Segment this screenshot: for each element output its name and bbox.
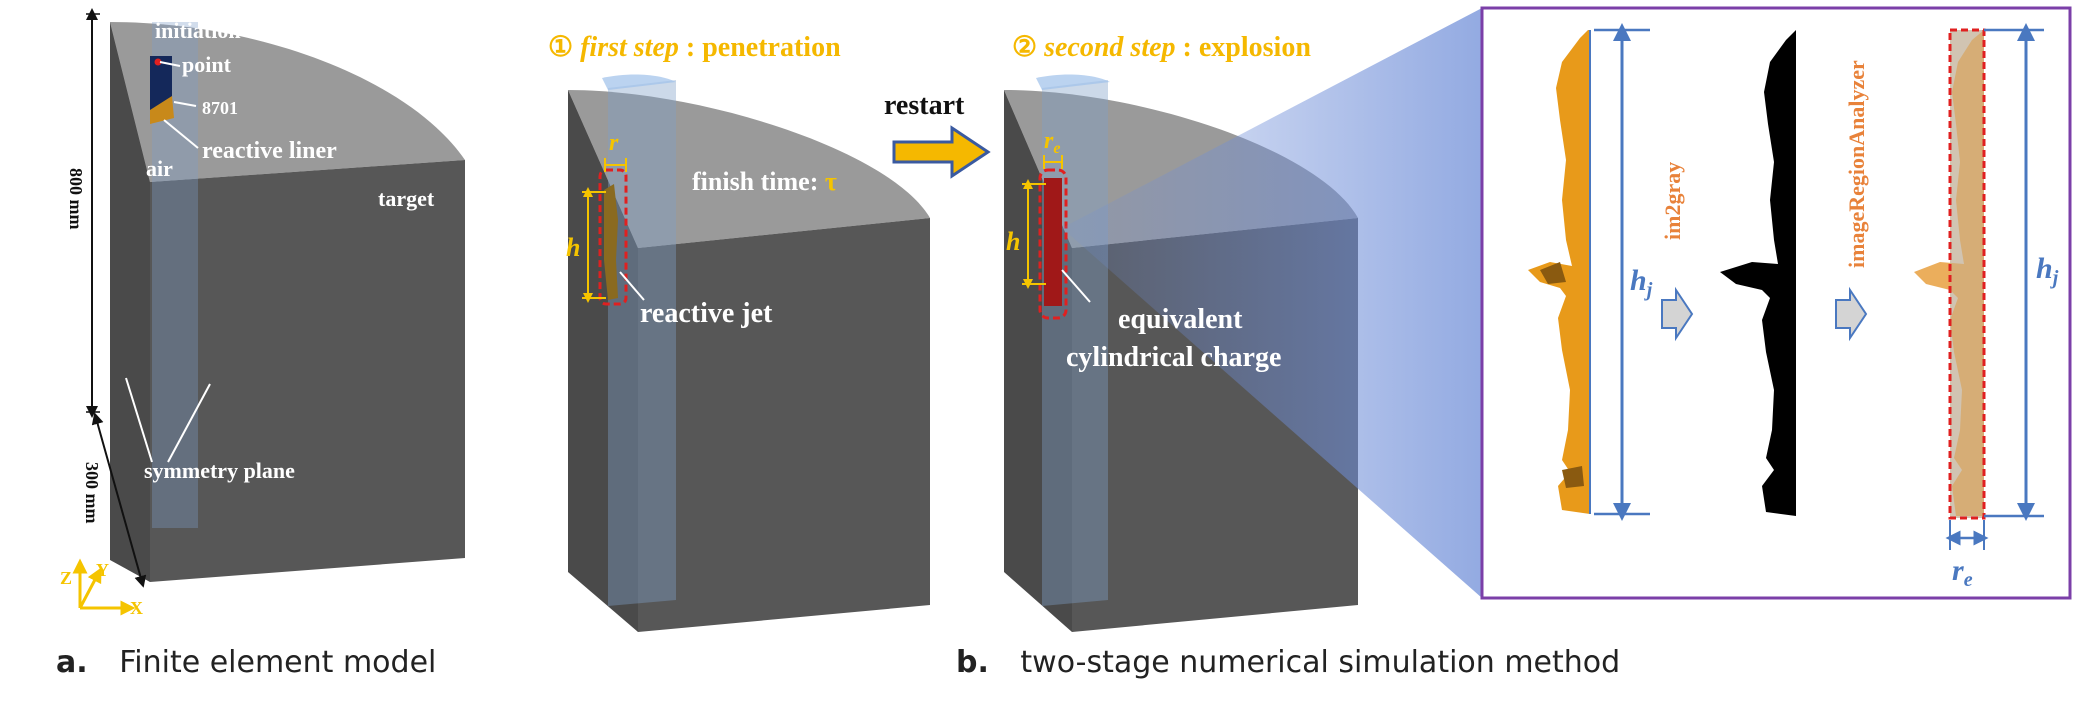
step2-emph: second step xyxy=(1043,32,1175,63)
op-im2gray: im2gray xyxy=(1660,162,1685,240)
step1-top-face xyxy=(568,90,930,248)
width-dimension-line xyxy=(91,412,147,588)
equivalent-label-line2: cylindrical charge xyxy=(1066,342,1281,373)
leader-equivalent-charge xyxy=(1061,269,1091,303)
air-column xyxy=(152,22,198,528)
leader-reactive-jet xyxy=(619,271,645,301)
inset-hj-base-1: h xyxy=(1630,264,1647,297)
reactive-liner-shape xyxy=(150,96,174,124)
inset-hj-sub-2: j xyxy=(2050,267,2059,289)
inset-re-base: r xyxy=(1952,554,1964,587)
zoom-projection xyxy=(1062,8,1482,598)
step1-dashed-box xyxy=(598,168,628,306)
reactive-jet-shape xyxy=(604,184,618,300)
label-point: point xyxy=(182,52,232,77)
step1-air-cap xyxy=(602,74,676,90)
process-arrow-2 xyxy=(1835,286,1868,342)
leader-point xyxy=(159,61,181,67)
step1-front-face xyxy=(638,218,930,632)
inset-jet-analyzed xyxy=(1914,28,1986,520)
axis-label-z: Z xyxy=(60,568,72,588)
label-reactive-liner: reactive liner xyxy=(202,138,337,164)
target-top-face xyxy=(110,22,465,182)
step1-number: ① xyxy=(548,32,573,63)
axis-label-x: X xyxy=(130,598,143,618)
step2-heading: ② second step : explosion xyxy=(1012,32,1311,63)
equivalent-label-line1: equivalent xyxy=(1118,304,1243,335)
step1-air-column xyxy=(608,80,676,606)
step2-rest: : explosion xyxy=(1183,32,1312,63)
step2-air-cap xyxy=(1036,74,1110,90)
region-bbox-dashed xyxy=(1948,28,1986,520)
jet-black-silhouette xyxy=(1720,30,1796,516)
jet-brown-detail-2 xyxy=(1562,466,1584,488)
inset-hj-label-2: hj xyxy=(2036,252,2059,289)
step1-rest: : penetration xyxy=(686,32,841,63)
label-width-dimension: 300 mm xyxy=(82,462,102,524)
equivalent-charge-core xyxy=(1044,178,1062,306)
caption-a-letter: a. xyxy=(56,645,88,680)
step1-heading: ① first step : penetration xyxy=(548,32,841,63)
jet-brown-detail xyxy=(1540,262,1566,284)
step2-dashed-box xyxy=(1038,168,1068,320)
restart-arrow xyxy=(892,125,991,179)
panel-a-model xyxy=(72,7,465,616)
label-target: target xyxy=(378,186,435,211)
leader-liner xyxy=(163,119,199,149)
finish-time-label: finish time: τ xyxy=(692,167,837,196)
axis-label-y: Y xyxy=(96,560,109,580)
equiv-cylinder-overlay xyxy=(1950,30,1984,518)
caption-b-letter: b. xyxy=(956,645,989,680)
restart-label: restart xyxy=(884,90,965,121)
caption-b: b. two-stage numerical simulation method xyxy=(956,645,1620,680)
caption-a: a. Finite element model xyxy=(56,645,436,680)
process-arrow-1 xyxy=(1661,286,1694,342)
step2-number: ② xyxy=(1012,32,1037,63)
leader-8701 xyxy=(173,101,197,107)
label-height-dimension: 800 mm xyxy=(66,168,86,230)
inset-hj-base-2: h xyxy=(2036,252,2053,285)
panel-b-step1-model xyxy=(568,74,930,632)
finish-time-text: finish time: xyxy=(692,167,825,196)
inset-hj-sub-1: j xyxy=(1644,279,1653,301)
axis-triad xyxy=(72,558,136,616)
target-front-face xyxy=(150,160,465,582)
step1-emph: first step xyxy=(580,32,679,63)
label-symmetry-plane: symmetry plane xyxy=(144,458,295,483)
finish-time-tau: τ xyxy=(825,167,837,196)
inset-re-label: re xyxy=(1952,554,1973,591)
inset-jet-binary xyxy=(1720,30,1796,516)
step2-h-label: h xyxy=(1006,227,1020,256)
step2-re-base: r xyxy=(1044,128,1054,154)
inset-hj-label-1: hj xyxy=(1630,264,1653,301)
inset-jet-original xyxy=(1528,30,1590,514)
step2-re-sub: e xyxy=(1053,140,1060,157)
label-initiation: initiation xyxy=(155,18,241,43)
step2-re-label: re xyxy=(1044,128,1060,157)
step1-r-label: r xyxy=(609,130,619,156)
step1-h-label: h xyxy=(566,233,580,262)
caption-b-text: two-stage numerical simulation method xyxy=(1020,645,1620,680)
inset-re-sub: e xyxy=(1964,569,1973,591)
leader-symmetry-2 xyxy=(167,383,211,463)
label-8701: 8701 xyxy=(202,98,238,118)
label-air: air xyxy=(146,156,173,181)
initiation-point-marker xyxy=(154,58,162,66)
caption-a-text: Finite element model xyxy=(119,645,436,680)
reactive-jet-label: reactive jet xyxy=(640,298,773,329)
op-imageRegionAnalyzer: imageRegionAnalyzer xyxy=(1844,60,1869,268)
